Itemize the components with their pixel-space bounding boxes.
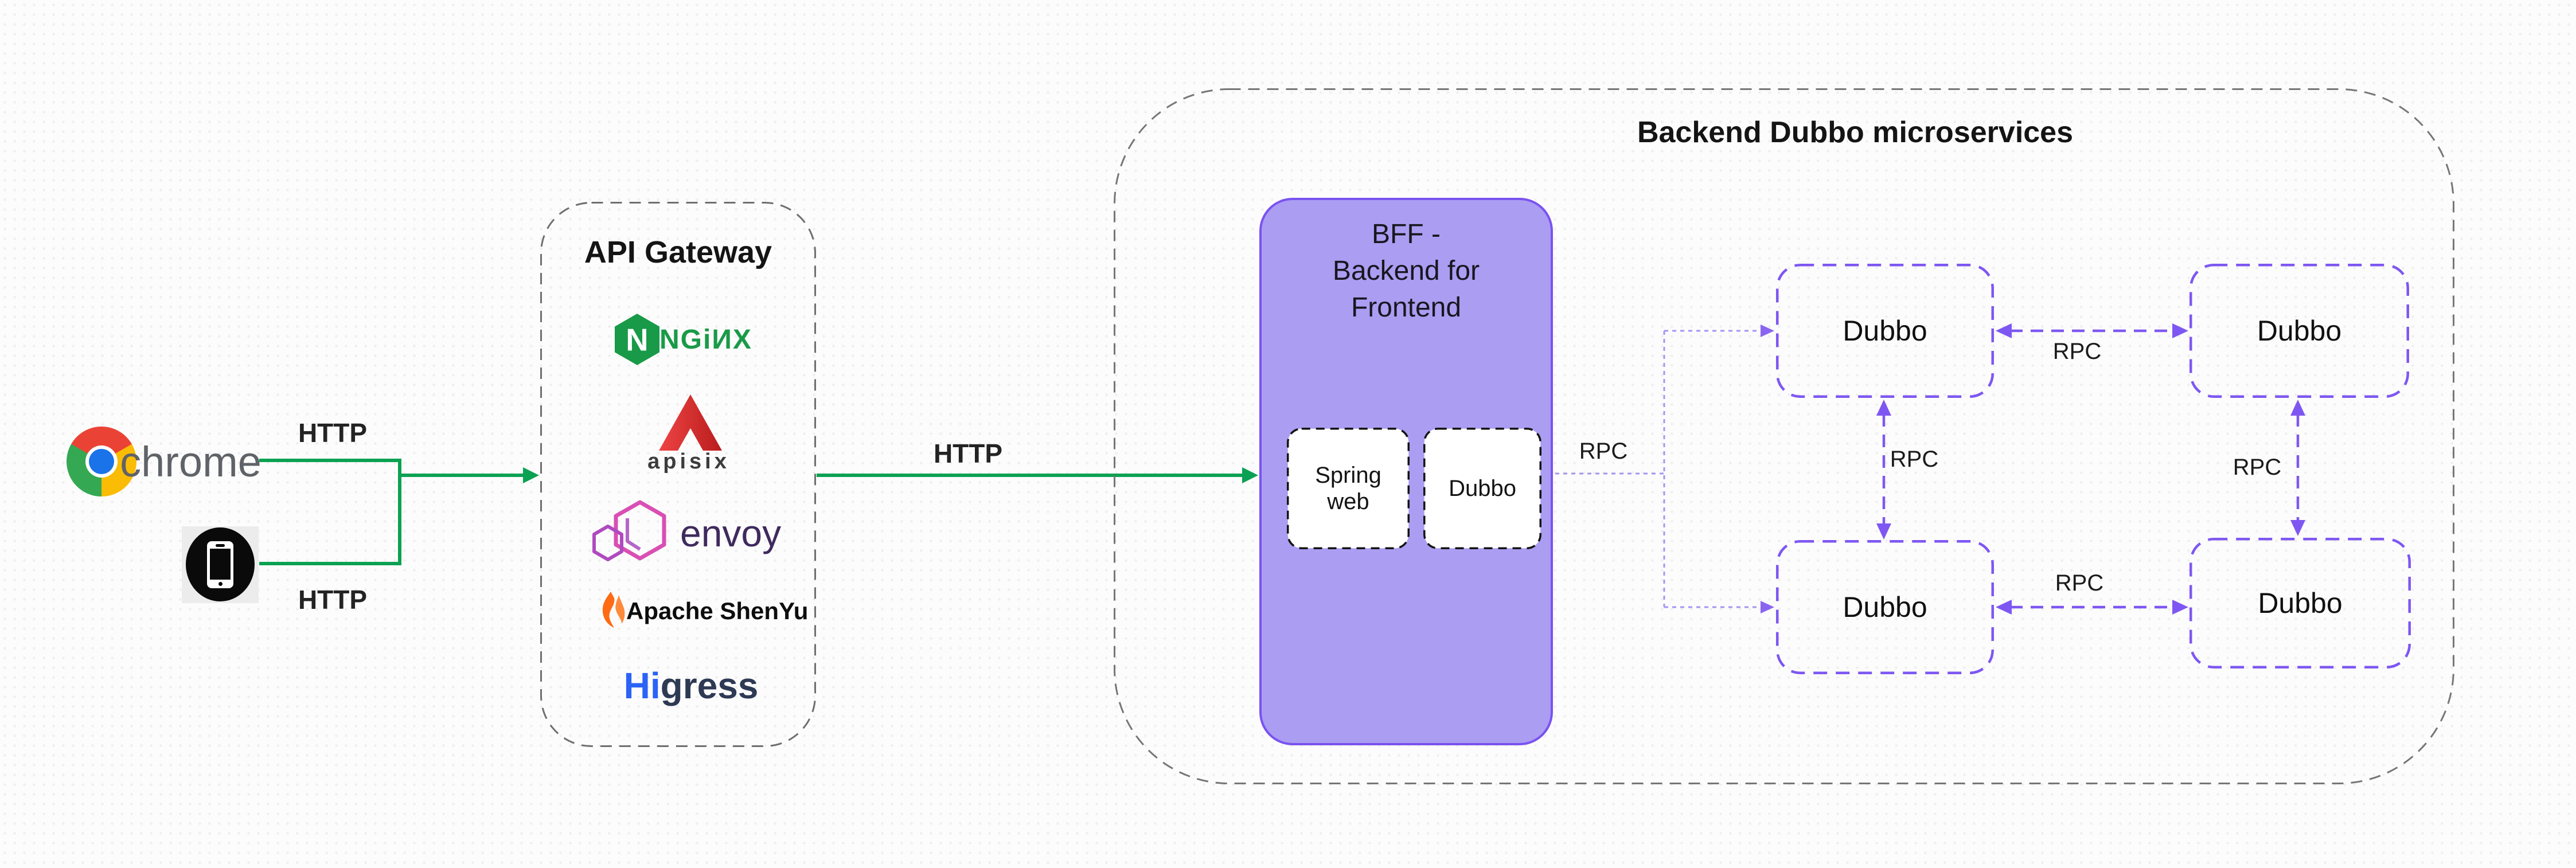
backend-container-border bbox=[1114, 88, 2454, 784]
backend-container bbox=[1114, 88, 2454, 784]
dubbo-service-border bbox=[1776, 540, 1994, 674]
apisix-wordmark: apisix bbox=[647, 449, 730, 474]
dubbo-service-top-left: Dubbo bbox=[1776, 264, 1994, 398]
http-label-mid: HTTP bbox=[933, 439, 1003, 468]
spring-web-box: Spring web bbox=[1287, 428, 1410, 549]
dubbo-service-label: Dubbo bbox=[1843, 315, 1927, 347]
dubbo-service-label: Dubbo bbox=[2258, 587, 2343, 619]
api-gateway-box bbox=[540, 202, 816, 747]
spring-web-border bbox=[1287, 428, 1410, 549]
chrome-label: chrome bbox=[120, 437, 261, 486]
chrome-icon bbox=[67, 427, 136, 496]
smartphone-speaker bbox=[216, 544, 225, 547]
nginx-monogram: N bbox=[626, 323, 648, 358]
dubbo-service-top-right: Dubbo bbox=[2189, 264, 2409, 398]
bff-dubbo-label: Dubbo bbox=[1449, 476, 1516, 501]
nginx-wordmark: NGiИX bbox=[659, 324, 752, 355]
apisix-icon bbox=[659, 394, 722, 451]
api-gateway-border bbox=[540, 202, 816, 747]
dubbo-service-bottom-right: Dubbo bbox=[2189, 538, 2411, 668]
smartphone-home-button bbox=[218, 582, 223, 586]
dubbo-service-border bbox=[2189, 264, 2409, 398]
higress-wordmark-hi: Hi bbox=[623, 665, 661, 706]
envoy-wordmark: envoy bbox=[680, 512, 782, 554]
http-label-bottom: HTTP bbox=[298, 585, 368, 615]
smartphone-body bbox=[207, 541, 233, 588]
envoy-icon bbox=[592, 500, 666, 561]
apache-shenyu-icon bbox=[602, 592, 625, 628]
smartphone-icon bbox=[186, 527, 255, 601]
http-label-top: HTTP bbox=[298, 418, 368, 448]
bff-title-line3: Frontend bbox=[1351, 292, 1462, 323]
spring-web-label: Spring web bbox=[1315, 463, 1381, 514]
rpc-label-bff: RPC bbox=[1579, 438, 1628, 464]
dubbo-service-label: Dubbo bbox=[2257, 315, 2342, 347]
rpc-label-right: RPC bbox=[2232, 454, 2282, 480]
bff-dubbo-border bbox=[1423, 428, 1541, 549]
chrome-icon-dot bbox=[89, 449, 114, 474]
dubbo-service-border bbox=[1776, 264, 1994, 398]
apache-shenyu-wordmark: Apache ShenYu bbox=[626, 597, 809, 624]
dubbo-service-label: Dubbo bbox=[1843, 591, 1927, 623]
mobile-client-tile bbox=[182, 526, 259, 603]
dubbo-service-bottom-left: Dubbo bbox=[1776, 540, 1994, 674]
bff-dubbo-box: Dubbo bbox=[1423, 428, 1541, 549]
rpc-label-top: RPC bbox=[2052, 338, 2102, 364]
rpc-label-left: RPC bbox=[1890, 446, 1939, 472]
api-gateway-title: API Gateway bbox=[584, 235, 772, 269]
smartphone-screen bbox=[210, 549, 231, 580]
dubbo-service-border bbox=[2189, 538, 2411, 668]
bff-title-line2: Backend for bbox=[1332, 256, 1480, 286]
rpc-label-bottom: RPC bbox=[2055, 570, 2104, 596]
bff-node: BFF - Backend for Frontend Spring web Du… bbox=[1259, 198, 1553, 745]
bff-title-line1: BFF - bbox=[1372, 219, 1441, 249]
higress-wordmark-gress: gress bbox=[660, 665, 759, 706]
nginx-icon: N bbox=[615, 314, 659, 365]
backend-title: Backend Dubbo microservices bbox=[1637, 116, 2074, 149]
